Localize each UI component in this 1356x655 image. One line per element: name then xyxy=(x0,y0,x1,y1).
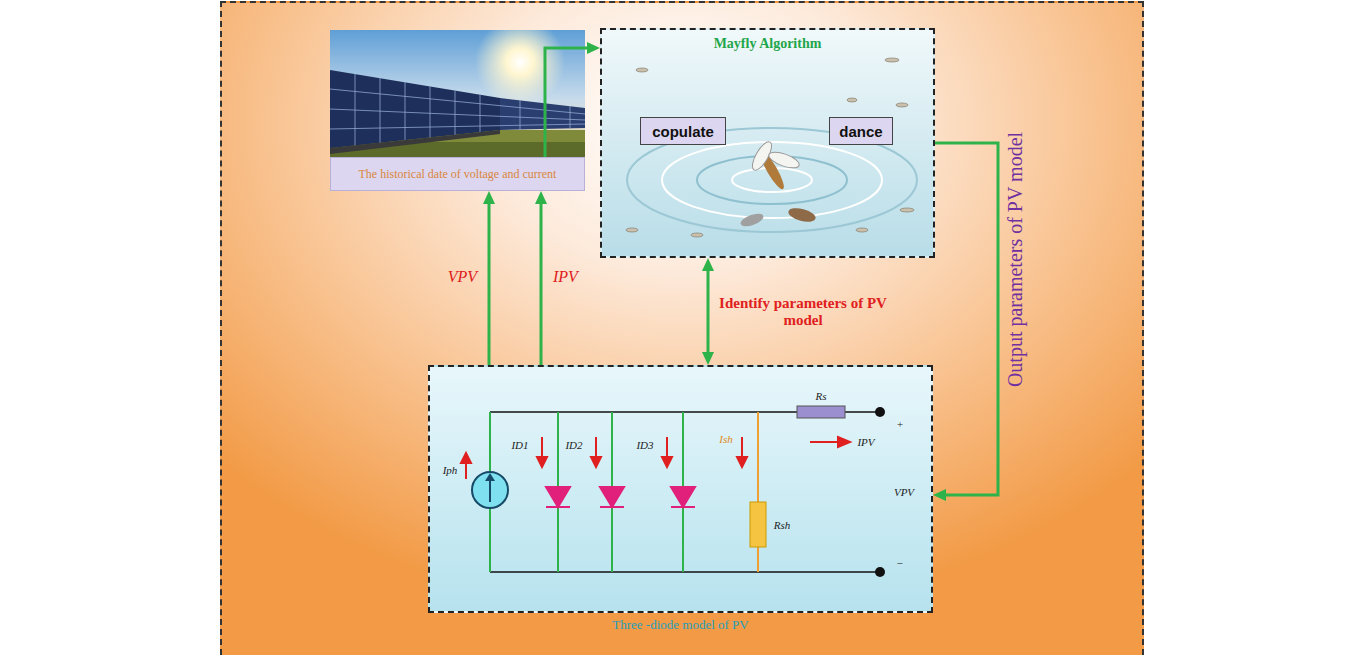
circuit-label: ID2 xyxy=(565,439,582,451)
circuit-label: VPV xyxy=(894,486,914,498)
box-text: copulate xyxy=(652,123,714,140)
circuit-label: Rs xyxy=(816,390,827,402)
arrow-label: Identify parameters of PV model xyxy=(718,295,888,329)
algorithm-box: Mayfly Algorithm copulate dance xyxy=(600,28,935,258)
step-box: dance xyxy=(829,117,893,145)
flow-arrow xyxy=(933,143,998,501)
three-diode-circuit xyxy=(430,367,931,611)
circuit-label: − xyxy=(896,557,903,569)
flow-arrow xyxy=(545,42,600,157)
box-text: dance xyxy=(839,123,882,140)
box-text: The historical date of voltage and curre… xyxy=(359,167,557,182)
circuit-box: Three -diode model of PV xyxy=(428,365,933,613)
arrow-label: Output parameters of PV model xyxy=(1004,131,1027,386)
circuit-label: ID1 xyxy=(511,439,528,451)
model-caption: Three -diode model of PV xyxy=(430,617,931,633)
circuit-label: IPV xyxy=(857,436,874,448)
signal-label: IPV xyxy=(553,268,578,286)
flow-arrow xyxy=(702,258,714,365)
step-box: copulate xyxy=(640,117,726,145)
box-title: Mayfly Algorithm xyxy=(602,36,933,52)
signal-label: VPV xyxy=(448,268,477,286)
circuit-label: Iph xyxy=(443,464,458,476)
flow-arrow xyxy=(483,191,495,365)
data-label-box: The historical date of voltage and curre… xyxy=(330,157,585,191)
flow-arrow xyxy=(535,191,547,365)
circuit-label: Ish xyxy=(719,433,732,445)
circuit-label: ID3 xyxy=(636,439,653,451)
circuit-label: + xyxy=(896,418,903,430)
circuit-label: Rsh xyxy=(774,519,791,531)
